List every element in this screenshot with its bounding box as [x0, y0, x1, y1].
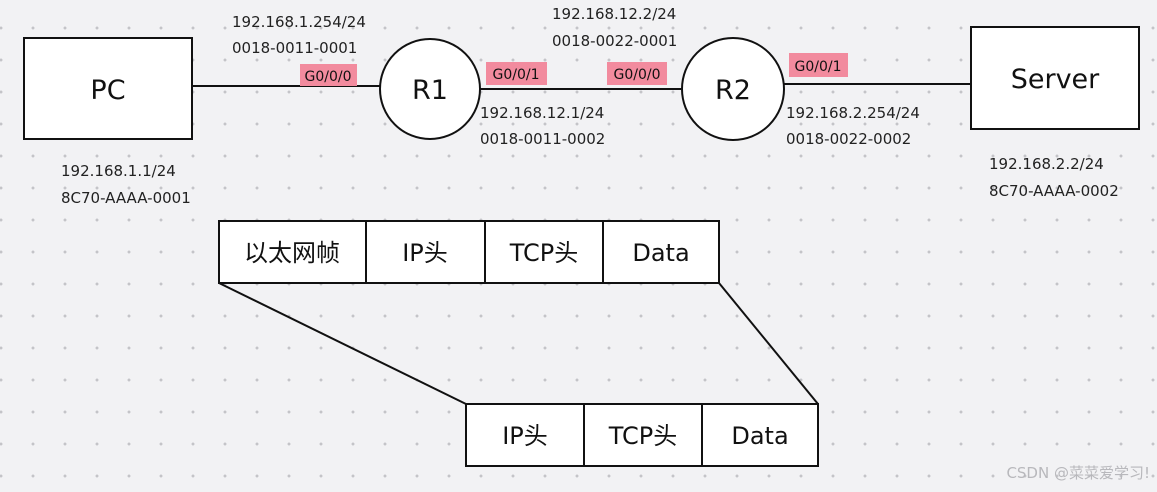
port-label-r1-g1: G0/0/1 — [492, 67, 539, 83]
expand-line-left — [218, 282, 467, 405]
watermark: CSDN @菜菜爱学习! — [1006, 464, 1150, 482]
r1-lan-ip: 192.168.1.254/24 — [232, 13, 366, 31]
r2-lan-ip: 192.168.2.254/24 — [786, 104, 920, 122]
frame-label-data: Data — [632, 239, 689, 267]
server-label: Server — [1011, 64, 1100, 95]
server-ip: 192.168.2.2/24 — [989, 155, 1104, 173]
packet-cell-tcp-header — [583, 403, 703, 467]
pc-node — [23, 37, 193, 140]
r1-wan-mac: 0018-0011-0002 — [480, 130, 605, 148]
port-highlight-r2-g0 — [607, 62, 667, 85]
packet-label-data: Data — [731, 422, 788, 450]
ip-packet: IP头 TCP头 Data — [465, 403, 819, 467]
pc-ip: 192.168.1.1/24 — [61, 162, 176, 180]
port-highlight-r2-g1 — [789, 53, 848, 77]
r2-label: R2 — [715, 75, 751, 106]
server-node — [970, 26, 1140, 130]
frame-label-ethernet: 以太网帧 — [244, 239, 340, 267]
r2-wan-ip: 192.168.12.2/24 — [552, 5, 676, 23]
port-label-r2-g1: G0/0/1 — [794, 59, 841, 75]
port-label-r1-g0: G0/0/0 — [304, 69, 351, 85]
packet-cell-data — [701, 403, 819, 467]
server-mac: 8C70-AAAA-0002 — [989, 182, 1119, 200]
port-label-r2-g0: G0/0/0 — [613, 67, 660, 83]
r1-label: R1 — [412, 75, 448, 106]
frame-cell-ethernet — [218, 220, 367, 284]
r1-lan-mac: 0018-0011-0001 — [232, 39, 357, 57]
port-highlight-r1-g1 — [486, 62, 547, 85]
pc-label: PC — [90, 75, 125, 106]
r1-node — [379, 38, 481, 140]
packet-label-tcp-header: TCP头 — [608, 422, 677, 450]
pc-mac: 8C70-AAAA-0001 — [61, 189, 191, 207]
port-highlight-r1-g0 — [300, 64, 357, 86]
packet-cell-ip-header — [465, 403, 585, 467]
frame-label-ip-header: IP头 — [402, 239, 448, 267]
r2-lan-mac: 0018-0022-0002 — [786, 130, 911, 148]
r2-node — [681, 37, 785, 141]
r1-wan-ip: 192.168.12.1/24 — [480, 104, 604, 122]
packet-label-ip-header: IP头 — [502, 422, 548, 450]
frame-label-tcp-header: TCP头 — [509, 239, 578, 267]
r2-wan-mac: 0018-0022-0001 — [552, 32, 677, 50]
ethernet-frame: 以太网帧 IP头 TCP头 Data — [218, 220, 720, 284]
expand-line-right — [718, 282, 819, 405]
frame-cell-data — [602, 220, 720, 284]
